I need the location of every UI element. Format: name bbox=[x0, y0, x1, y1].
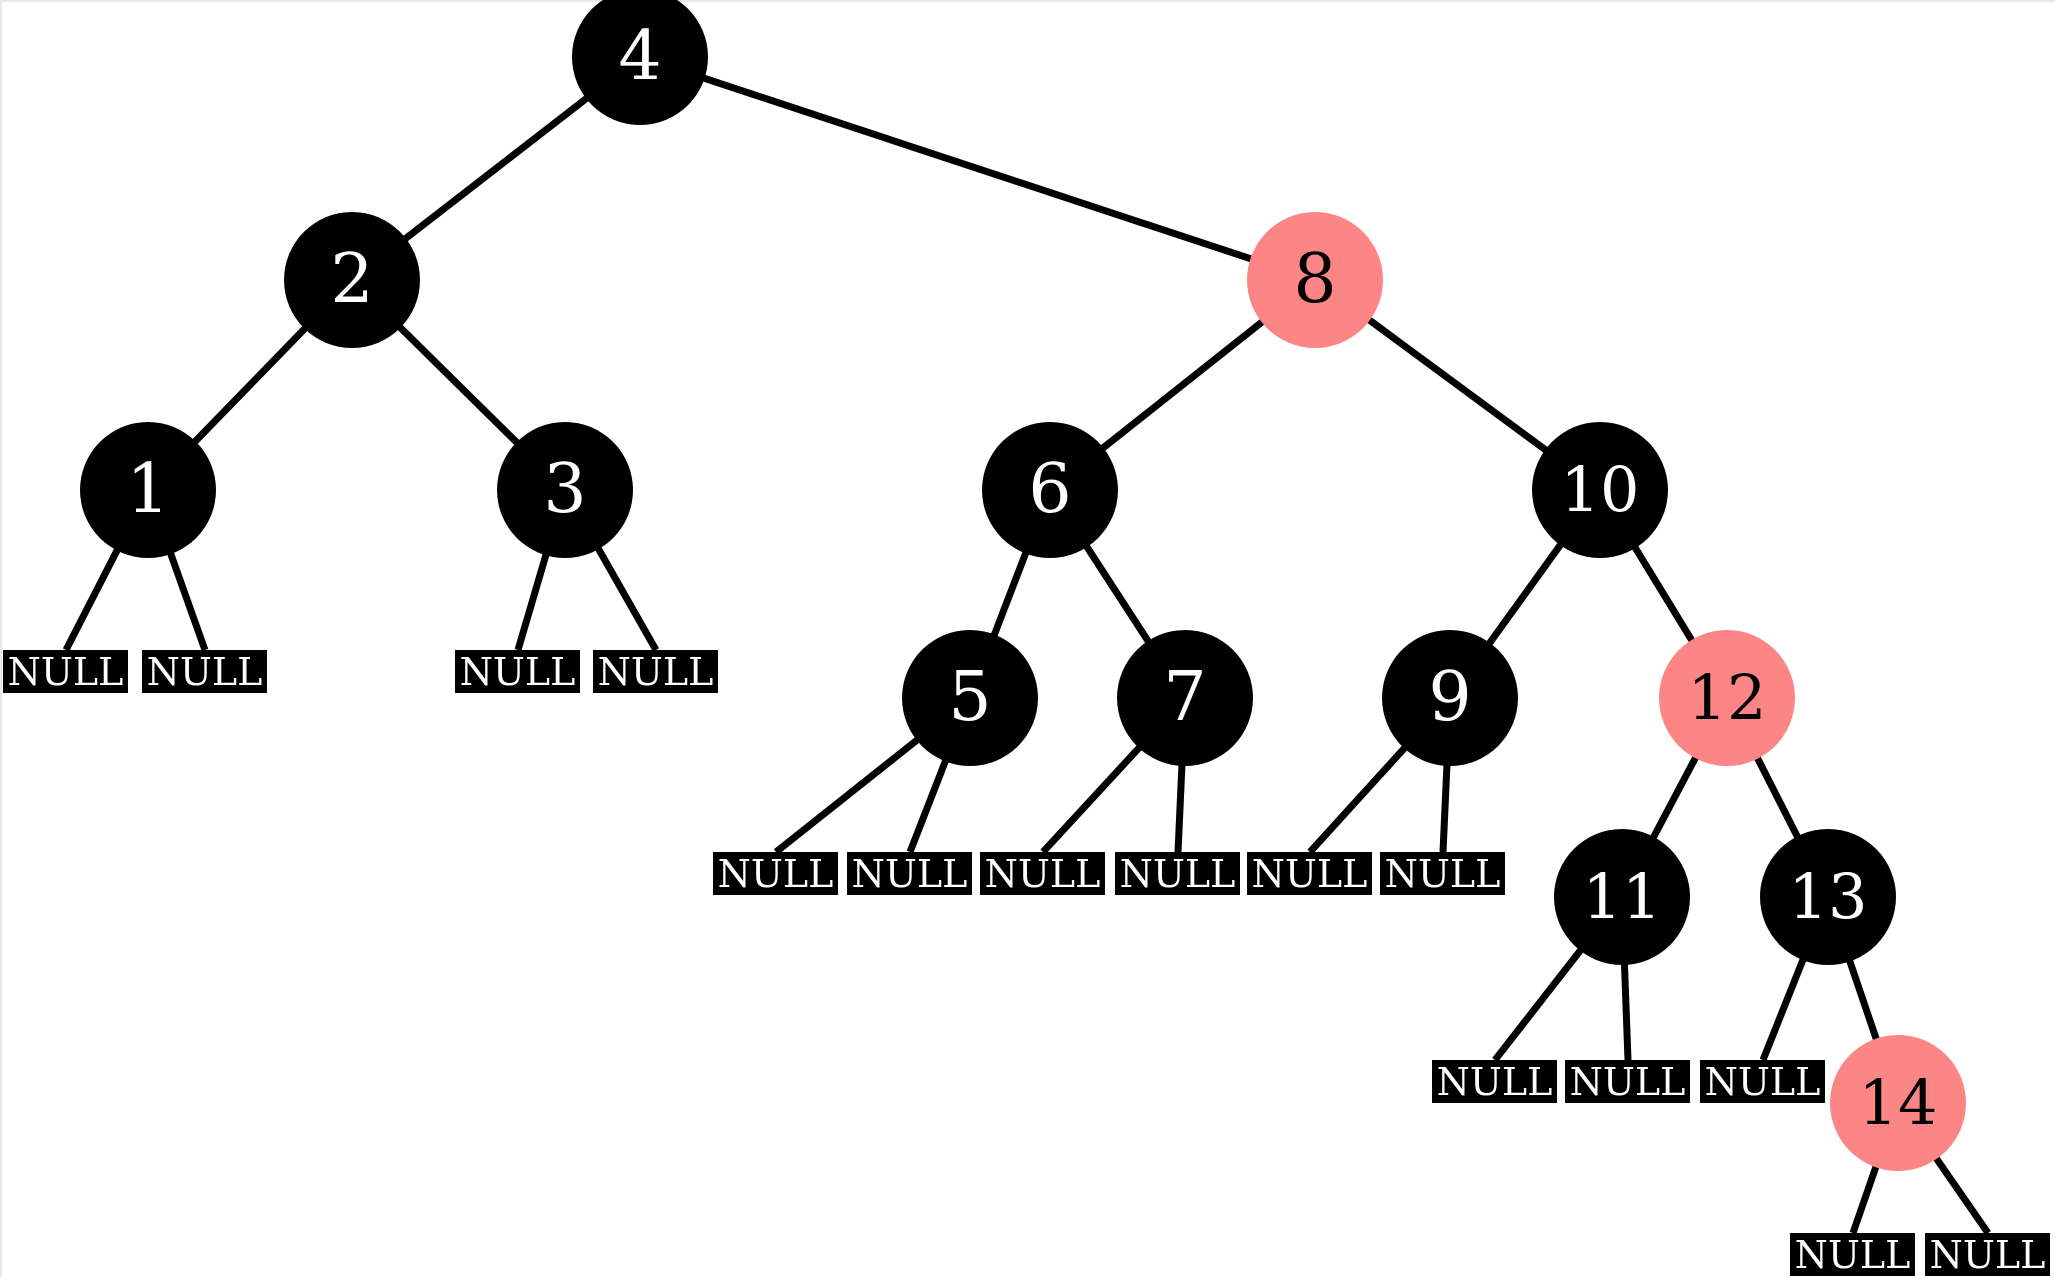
null-leaf-null14: NULL bbox=[1790, 1233, 1915, 1277]
tree-node-label: 10 bbox=[1560, 453, 1640, 526]
tree-node-4[interactable]: 4 bbox=[572, 0, 708, 125]
null-leaf-null15: NULL bbox=[1925, 1233, 2050, 1277]
null-leaf-null2: NULL bbox=[142, 650, 267, 694]
null-leaf-null9: NULL bbox=[1247, 852, 1372, 896]
canvas-top-border bbox=[0, 0, 2055, 2]
null-leaf-null6: NULL bbox=[847, 852, 972, 896]
tree-node-1[interactable]: 1 bbox=[80, 422, 216, 558]
null-leaf-null10: NULL bbox=[1380, 852, 1505, 896]
null-leaf-null4: NULL bbox=[593, 650, 718, 694]
tree-node-10[interactable]: 10 bbox=[1532, 422, 1668, 558]
tree-node-label: 2 bbox=[330, 240, 374, 319]
tree-node-14[interactable]: 14 bbox=[1830, 1035, 1966, 1171]
tree-node-label: 7 bbox=[1163, 658, 1207, 737]
tree-node-6[interactable]: 6 bbox=[982, 422, 1118, 558]
tree-node-11[interactable]: 11 bbox=[1554, 829, 1690, 965]
null-leaf-null8: NULL bbox=[1115, 852, 1240, 896]
tree-node-9[interactable]: 9 bbox=[1382, 630, 1518, 766]
tree-node-7[interactable]: 7 bbox=[1117, 630, 1253, 766]
tree-node-label: 11 bbox=[1582, 860, 1662, 933]
tree-node-label: 1 bbox=[126, 450, 170, 529]
null-leaf-null5: NULL bbox=[713, 852, 838, 896]
tree-node-5[interactable]: 5 bbox=[902, 630, 1038, 766]
tree-node-label: 9 bbox=[1428, 658, 1472, 737]
tree-edge-n4-n8 bbox=[638, 53, 1317, 284]
null-leaf-null3: NULL bbox=[455, 650, 580, 694]
tree-node-label: 14 bbox=[1858, 1066, 1938, 1139]
tree-node-label: 5 bbox=[948, 658, 992, 737]
tree-node-label: 6 bbox=[1028, 450, 1072, 529]
tree-node-3[interactable]: 3 bbox=[497, 422, 633, 558]
tree-node-13[interactable]: 13 bbox=[1760, 829, 1896, 965]
tree-node-label: 8 bbox=[1293, 240, 1337, 319]
null-leaf-null12: NULL bbox=[1565, 1060, 1690, 1104]
tree-node-label: 13 bbox=[1788, 860, 1868, 933]
null-leaf-null11: NULL bbox=[1432, 1060, 1557, 1104]
null-leaf-null1: NULL bbox=[3, 650, 128, 694]
canvas-left-border bbox=[0, 0, 2, 1277]
tree-node-label: 4 bbox=[618, 17, 662, 96]
null-leaf-null7: NULL bbox=[980, 852, 1105, 896]
tree-node-2[interactable]: 2 bbox=[284, 212, 420, 348]
tree-node-8[interactable]: 8 bbox=[1247, 212, 1383, 348]
tree-node-label: 3 bbox=[543, 450, 587, 529]
tree-node-12[interactable]: 12 bbox=[1659, 630, 1795, 766]
tree-node-label: 12 bbox=[1687, 661, 1767, 734]
null-leaf-null13: NULL bbox=[1700, 1060, 1825, 1104]
